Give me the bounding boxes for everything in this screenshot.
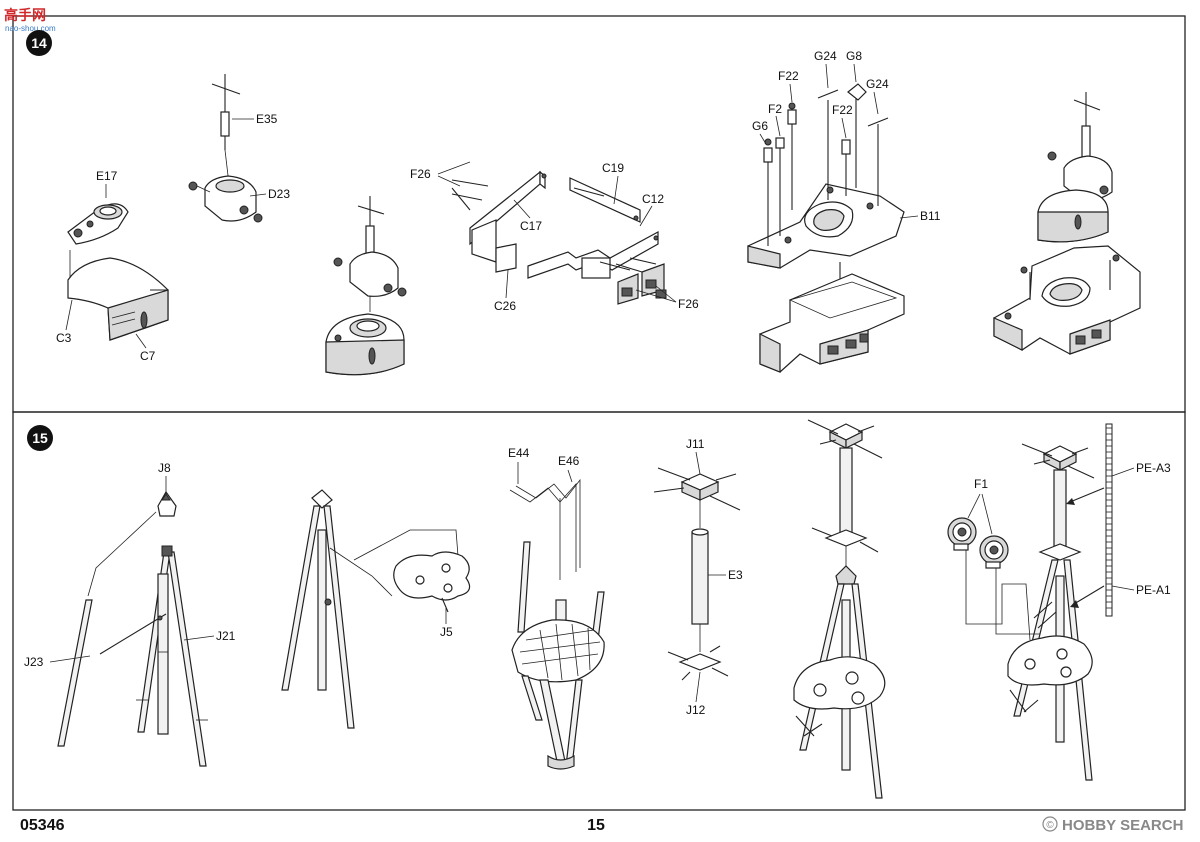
label-G24-left: G24 (814, 49, 837, 63)
director-assembled (325, 196, 407, 376)
label-F22-mid: F22 (832, 103, 853, 117)
label-J23: J23 (24, 655, 44, 669)
label-F22-top: F22 (778, 69, 799, 83)
label-J21: J21 (216, 629, 236, 643)
hobbysearch-watermark: © HOBBY SEARCH (1042, 816, 1183, 834)
label-G8: G8 (846, 49, 862, 63)
director-assembly-exploded (67, 203, 169, 341)
page-number: 15 (587, 817, 605, 834)
watermark-url: nao-shou.com (5, 24, 56, 33)
tripod-assembled-with-pole (793, 419, 886, 799)
rangefinder-director (188, 74, 263, 223)
step-14-number: 14 (31, 35, 47, 51)
bridge-deck-exploded (747, 83, 905, 269)
mast-final-assembly (965, 443, 1095, 781)
pole-exploded-j11-e3-j12 (653, 467, 741, 681)
searchlight-right (979, 535, 1009, 569)
label-C26: C26 (494, 299, 516, 313)
step-15-panel (12, 411, 1186, 811)
bridge-wall-assembly (451, 170, 667, 305)
tripod-mast-parts (57, 490, 208, 767)
label-D23: D23 (268, 187, 290, 201)
step-15-number: 15 (32, 430, 48, 446)
label-B11: B11 (920, 209, 941, 223)
step-15-badge: 15 (27, 425, 53, 451)
step-14-badge: 14 (26, 30, 52, 56)
label-F26-top: F26 (410, 167, 431, 181)
label-G6: G6 (752, 119, 768, 133)
label-C17: C17 (520, 219, 542, 233)
label-C19: C19 (602, 161, 624, 175)
label-F26-bottom: F26 (678, 297, 699, 311)
label-F2: F2 (768, 102, 782, 116)
copyright-mark: © (1046, 820, 1054, 831)
bridge-assembled (993, 92, 1141, 355)
label-C12: C12 (642, 192, 664, 206)
label-PE-A3: PE-A3 (1136, 461, 1171, 475)
label-F1: F1 (974, 477, 988, 491)
label-J11: J11 (686, 437, 705, 451)
label-G24-right: G24 (866, 77, 889, 91)
kit-number: 05346 (20, 817, 65, 834)
label-E46: E46 (558, 454, 580, 468)
brand-label: HOBBY SEARCH (1062, 817, 1183, 834)
label-E3: E3 (728, 568, 743, 582)
label-PE-A1: PE-A1 (1136, 583, 1171, 597)
platform-with-ladders (509, 478, 605, 770)
label-E17: E17 (96, 169, 118, 183)
label-J8: J8 (158, 461, 171, 475)
watermark-glyphs: 高手网 (4, 7, 46, 23)
photo-etch-ladder (1105, 423, 1113, 617)
label-C3: C3 (56, 331, 72, 345)
label-E44: E44 (508, 446, 530, 460)
label-C7: C7 (140, 349, 156, 363)
site-watermark: 高手网 nao-shou.com (4, 7, 56, 33)
label-J5: J5 (440, 625, 453, 639)
tripod-with-platform-j5 (281, 489, 471, 729)
label-E35: E35 (256, 112, 278, 126)
bridge-lower-house (759, 273, 905, 373)
step-14-panel (12, 15, 1186, 413)
searchlight-left (947, 517, 977, 551)
label-J12: J12 (686, 703, 706, 717)
